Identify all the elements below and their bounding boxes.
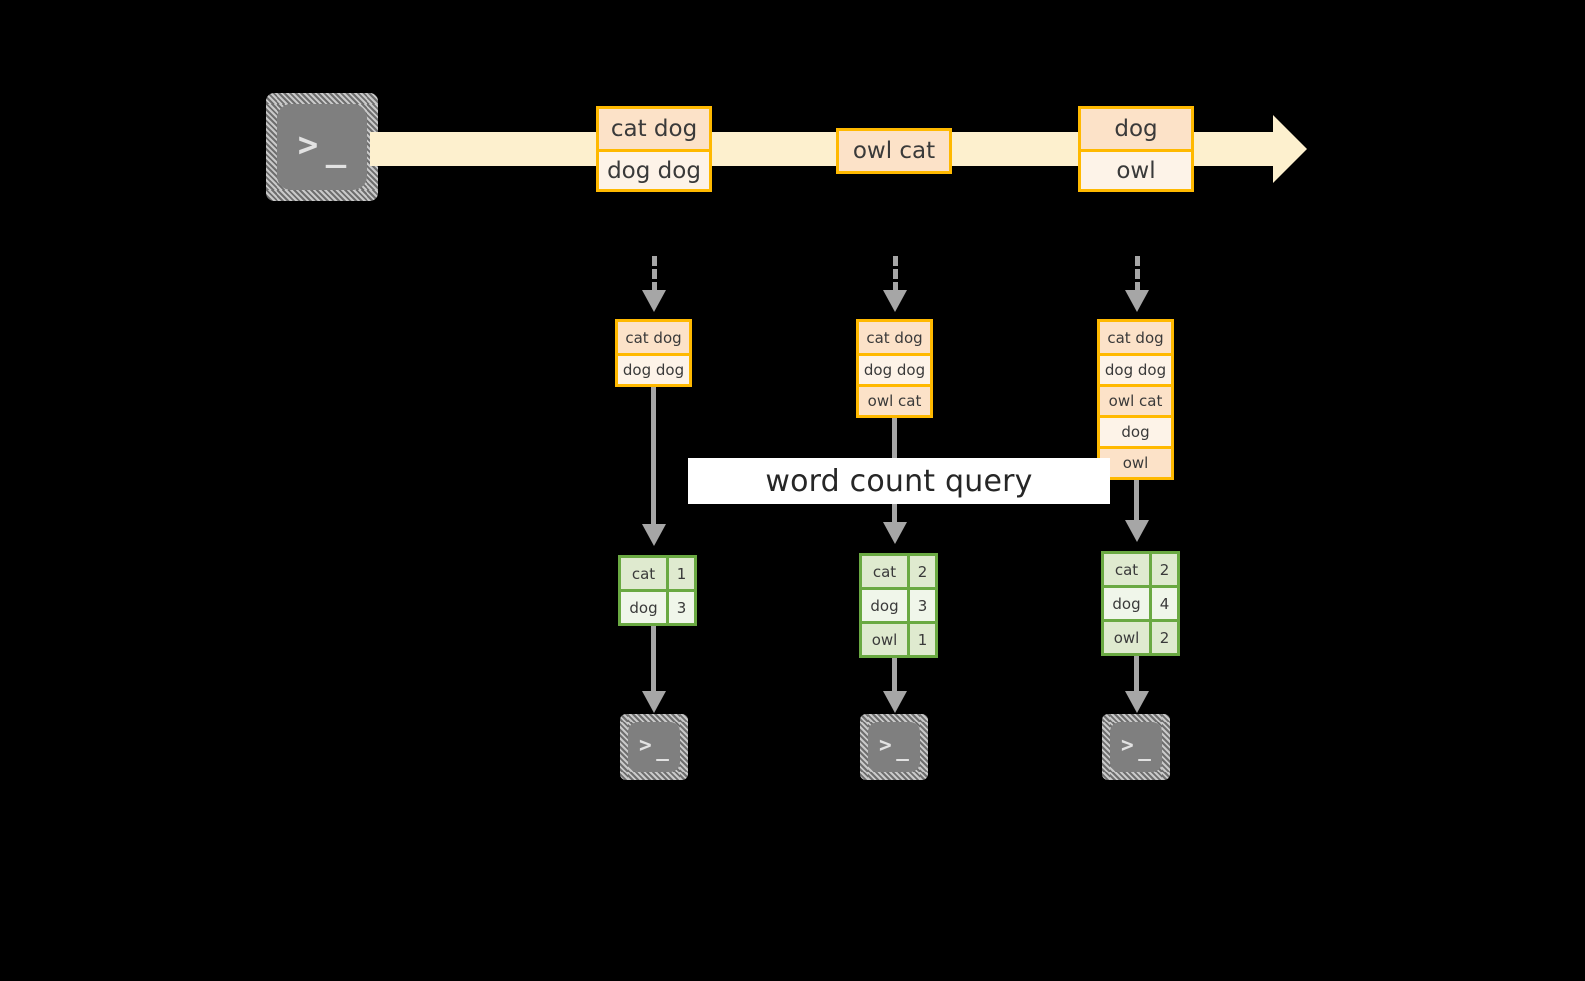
result-value: 2: [1152, 554, 1177, 585]
prompt-underscore-icon: _: [325, 129, 347, 169]
result-3: cat 2 dog 4 owl 2: [1101, 551, 1180, 656]
snapshot-2: cat dog dog dog owl cat: [856, 319, 933, 418]
table-row: dog 4: [1104, 585, 1177, 619]
sink-terminal-1-glyphs: > _: [628, 722, 680, 772]
table-row: cat 1: [621, 558, 694, 589]
snapshot-1: cat dog dog dog: [615, 319, 692, 387]
record-line: dog dog: [599, 149, 709, 189]
stream-record-2: owl cat: [836, 128, 952, 174]
record-line: dog dog: [618, 353, 689, 384]
source-terminal: > _: [266, 93, 378, 201]
record-line: cat dog: [859, 322, 930, 353]
snapshot-2-dashed-connector: [893, 256, 898, 292]
sink-terminal-2: > _: [860, 714, 928, 780]
query-label: word count query: [765, 463, 1033, 499]
prompt-chevron-icon: >: [639, 732, 652, 757]
result-value: 3: [669, 592, 694, 623]
result-value: 2: [1152, 622, 1177, 653]
result-2-arrow-head: [883, 522, 907, 544]
record-line: owl cat: [839, 131, 949, 171]
prompt-chevron-icon: >: [1121, 732, 1134, 757]
result-3-to-sink-connector: [1134, 646, 1139, 693]
source-terminal-glyphs: > _: [277, 104, 367, 190]
snapshot-1-dashed-connector: [652, 256, 657, 292]
table-row: cat 2: [1104, 554, 1177, 585]
sink-terminal-1: > _: [620, 714, 688, 780]
stream-record-1: cat dog dog dog: [596, 106, 712, 192]
sink-1-arrow-head: [642, 691, 666, 713]
table-row: dog 3: [621, 589, 694, 623]
table-row: owl 2: [1104, 619, 1177, 653]
result-value: 4: [1152, 588, 1177, 619]
result-key: dog: [621, 592, 669, 623]
result-2: cat 2 dog 3 owl 1: [859, 553, 938, 658]
table-row: cat 2: [862, 556, 935, 587]
result-value: 2: [910, 556, 935, 587]
snapshot-3-to-result-3-connector: [1134, 474, 1139, 522]
record-line: owl cat: [859, 384, 930, 415]
result-key: dog: [1104, 588, 1152, 619]
word-count-query-band: word count query: [688, 458, 1110, 504]
result-key: owl: [1104, 622, 1152, 653]
result-key: dog: [862, 590, 910, 621]
record-line: owl cat: [1100, 384, 1171, 415]
snapshot-3-arrow-head: [1125, 290, 1149, 312]
record-line: cat dog: [599, 109, 709, 149]
sink-2-arrow-head: [883, 691, 907, 713]
sink-terminal-2-screen: [868, 722, 920, 772]
record-line: owl: [1100, 446, 1171, 477]
source-terminal-screen: [277, 104, 367, 190]
snapshot-1-to-result-1-connector: [651, 381, 656, 526]
snapshot-1-arrow-head: [642, 290, 666, 312]
stream-arrow-head: [1273, 115, 1307, 183]
prompt-underscore-icon: _: [896, 736, 909, 761]
snapshot-2-arrow-head: [883, 290, 907, 312]
result-key: cat: [862, 556, 910, 587]
record-line: dog dog: [1100, 353, 1171, 384]
sink-terminal-2-glyphs: > _: [868, 722, 920, 772]
sink-terminal-3-screen: [1110, 722, 1162, 772]
record-line: cat dog: [618, 322, 689, 353]
result-value: 1: [669, 558, 694, 589]
sink-terminal-3: > _: [1102, 714, 1170, 780]
sink-3-arrow-head: [1125, 691, 1149, 713]
result-1: cat 1 dog 3: [618, 555, 697, 626]
result-key: cat: [1104, 554, 1152, 585]
table-row: owl 1: [862, 621, 935, 655]
snapshot-3: cat dog dog dog owl cat dog owl: [1097, 319, 1174, 480]
result-value: 3: [910, 590, 935, 621]
result-1-to-sink-connector: [651, 618, 656, 693]
prompt-underscore-icon: _: [1138, 736, 1151, 761]
prompt-chevron-icon: >: [297, 125, 319, 165]
sink-terminal-1-screen: [628, 722, 680, 772]
result-value: 1: [910, 624, 935, 655]
table-row: dog 3: [862, 587, 935, 621]
record-line: dog: [1081, 109, 1191, 149]
snapshot-3-dashed-connector: [1135, 256, 1140, 292]
result-1-arrow-head: [642, 524, 666, 546]
prompt-underscore-icon: _: [656, 736, 669, 761]
result-3-arrow-head: [1125, 520, 1149, 542]
record-line: owl: [1081, 149, 1191, 189]
result-key: owl: [862, 624, 910, 655]
record-line: cat dog: [1100, 322, 1171, 353]
record-line: dog: [1100, 415, 1171, 446]
result-key: cat: [621, 558, 669, 589]
stream-record-3: dog owl: [1078, 106, 1194, 192]
result-2-to-sink-connector: [892, 648, 897, 693]
record-line: dog dog: [859, 353, 930, 384]
prompt-chevron-icon: >: [879, 732, 892, 757]
sink-terminal-3-glyphs: > _: [1110, 722, 1162, 772]
